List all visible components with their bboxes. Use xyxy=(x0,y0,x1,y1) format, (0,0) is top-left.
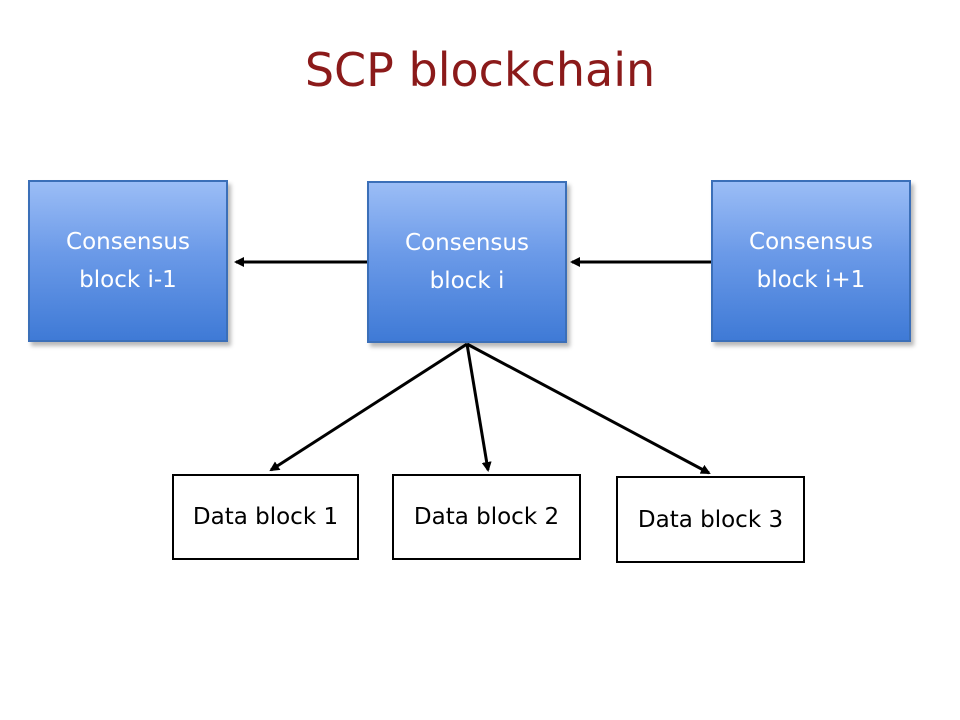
consensus-block-prev: Consensus block i-1 xyxy=(28,180,228,342)
arrow-to-data-block-2 xyxy=(465,343,492,472)
consensus-block-prev-line1: Consensus xyxy=(66,229,190,255)
consensus-block-next-line2: block i+1 xyxy=(756,267,866,293)
arrow-to-data-block-3 xyxy=(466,342,711,475)
data-block-2: Data block 2 xyxy=(392,474,581,560)
data-block-1: Data block 1 xyxy=(172,474,359,560)
consensus-block-current-line1: Consensus xyxy=(405,230,529,256)
consensus-block-current-line2: block i xyxy=(429,268,505,294)
consensus-block-current: Consensus block i xyxy=(367,181,567,343)
consensus-block-prev-line2: block i-1 xyxy=(79,267,177,293)
data-block-3: Data block 3 xyxy=(616,476,805,563)
arrow-to-data-block-1 xyxy=(269,342,468,472)
consensus-block-next-line1: Consensus xyxy=(749,229,873,255)
page-title: SCP blockchain xyxy=(304,43,656,97)
consensus-block-next: Consensus block i+1 xyxy=(711,180,911,342)
